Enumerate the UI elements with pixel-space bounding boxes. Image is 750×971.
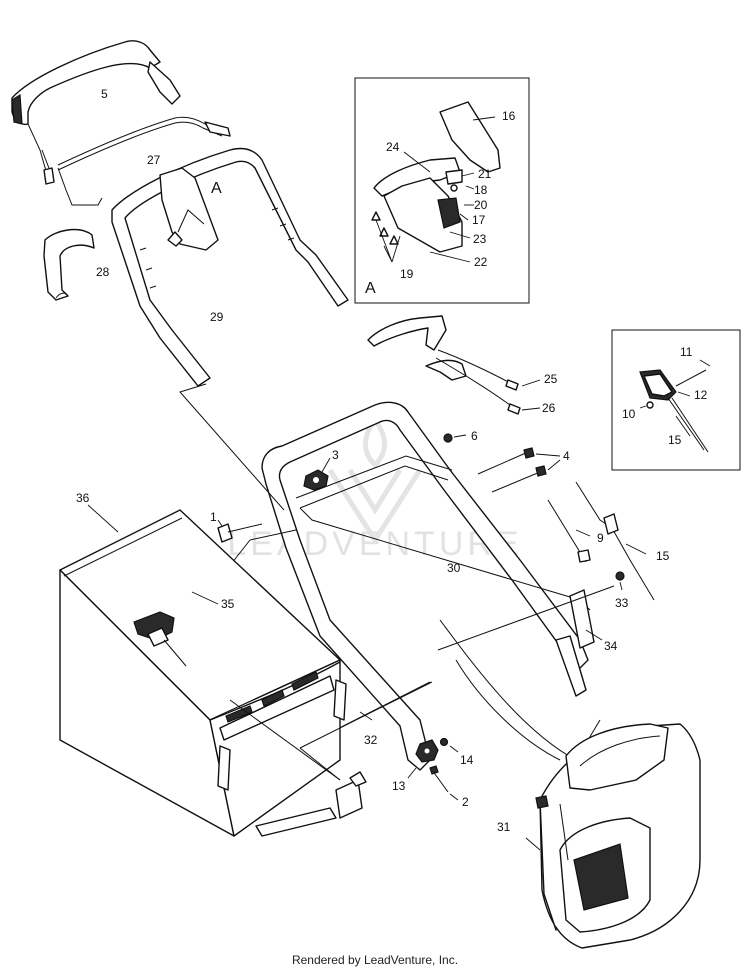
part-25-26-cables [367,315,541,415]
callout-31: 31 [497,820,511,834]
callout-1: 1 [210,510,217,524]
part-31-rear-cover [525,723,701,949]
callout-25: 25 [544,372,558,386]
part-32-rod [299,681,433,749]
callout-23: 23 [473,232,487,246]
part-34-bracket [569,589,603,649]
callout-9: 9 [597,531,604,545]
callout-29: 29 [210,310,224,324]
callout-14: 14 [460,753,474,767]
part-35-bag-handle [133,591,219,667]
callout-2: 2 [462,795,469,809]
part-3-knob [303,457,331,491]
part-28-hose [43,228,95,301]
callout-12: 12 [694,388,708,402]
part-29-upper-handle [111,147,349,387]
part-33-nut [615,571,625,591]
callout-27: 27 [147,153,161,167]
watermark-text: LEADVENTURE [227,525,522,563]
callout-15: 15 [656,549,670,563]
inset-control-detail [354,77,530,304]
callout-5: 5 [101,87,108,101]
callout-3: 3 [332,448,339,462]
callout-21: 21 [478,167,492,181]
callout-15-inset: 15 [668,433,682,447]
leadventure-watermark: LEADVENTURE [227,418,522,563]
callout-26: 26 [542,401,556,415]
callout-22: 22 [474,255,488,269]
callout-28: 28 [96,265,110,279]
part-6-nut [443,433,467,443]
footer-credit: Rendered by LeadVenture, Inc. [292,953,458,967]
part-13-14-2-hardware [407,737,459,801]
callout-35: 35 [221,597,235,611]
part-36-grass-bag [59,504,367,837]
part-control-housing-a [159,167,219,251]
section-letter-main: A [211,180,222,197]
part-1-bolt [217,519,263,543]
callout-16: 16 [502,109,516,123]
part-9-rod [547,499,591,563]
part-15-cable [575,481,655,601]
callout-18: 18 [474,183,488,197]
callout-11: 11 [680,345,693,359]
callout-19: 19 [400,267,414,281]
part-30-lower-handle [261,401,601,771]
section-letter-inset: A [365,280,376,297]
callout-34: 34 [604,639,618,653]
callout-4: 4 [563,449,570,463]
callout-36: 36 [76,491,90,505]
callout-24: 24 [386,140,400,154]
part-4-bolts [477,447,561,493]
callout-30: 30 [447,561,461,575]
callout-10: 10 [622,407,636,421]
inset-cable-bracket-detail [611,329,741,471]
part-27-bail [57,116,231,206]
part-5-handle-grip [11,40,181,185]
callout-17: 17 [472,213,486,227]
callout-33: 33 [615,596,629,610]
callout-labels: 1 2 3 4 5 6 9 10 11 12 13 14 15 15 16 17… [76,87,708,834]
callout-6: 6 [471,429,478,443]
callout-20: 20 [474,198,488,212]
callout-13: 13 [392,779,406,793]
callout-32: 32 [364,733,378,747]
